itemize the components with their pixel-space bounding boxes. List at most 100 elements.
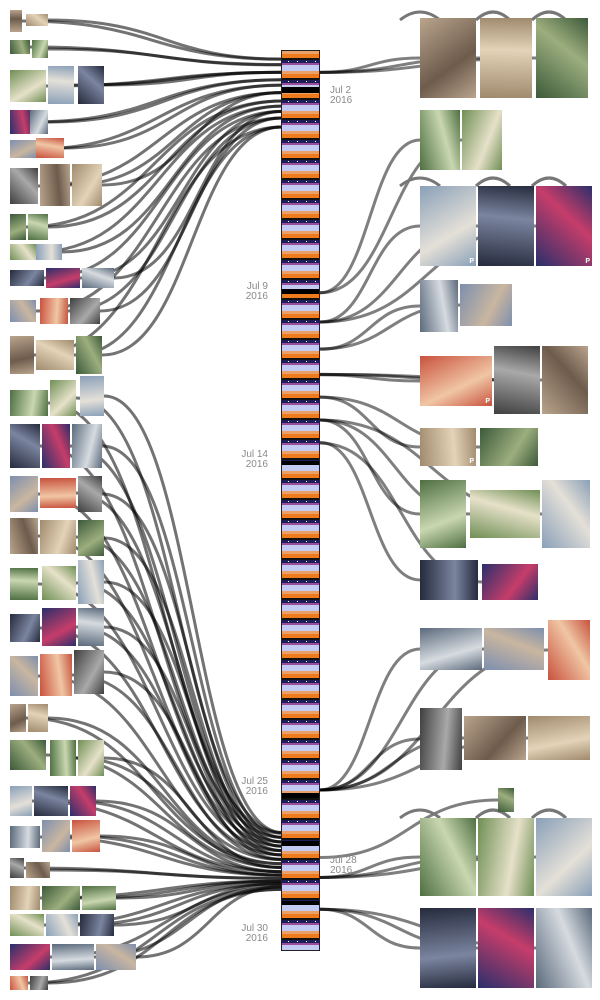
photo-thumbnail[interactable] — [420, 280, 458, 332]
photo-thumbnail[interactable] — [10, 886, 40, 910]
photo-thumbnail[interactable] — [420, 628, 482, 670]
timeline-strip[interactable] — [281, 50, 320, 951]
photo-thumbnail[interactable] — [36, 340, 74, 370]
photo-thumbnail[interactable] — [72, 820, 100, 852]
photo-thumbnail[interactable] — [10, 614, 40, 642]
photo-thumbnail[interactable] — [480, 18, 532, 98]
photo-thumbnail[interactable] — [10, 336, 34, 374]
photo-thumbnail[interactable] — [96, 944, 136, 970]
photo-thumbnail[interactable] — [78, 740, 104, 776]
photo-thumbnail[interactable] — [40, 520, 76, 554]
photo-thumbnail[interactable] — [464, 716, 526, 760]
photo-thumbnail[interactable] — [10, 140, 36, 158]
photo-thumbnail[interactable] — [36, 138, 64, 158]
photo-thumbnail[interactable] — [10, 110, 32, 134]
photo-thumbnail[interactable] — [70, 298, 100, 324]
photo-thumbnail[interactable] — [50, 380, 76, 416]
photo-thumbnail[interactable] — [536, 908, 592, 988]
photo-thumbnail[interactable] — [10, 70, 46, 102]
photo-thumbnail[interactable] — [26, 14, 48, 26]
photo-thumbnail[interactable] — [10, 858, 24, 878]
photo-thumbnail[interactable] — [494, 346, 540, 414]
photo-thumbnail[interactable] — [70, 786, 96, 816]
photo-thumbnail[interactable] — [484, 628, 544, 670]
photo-thumbnail[interactable] — [10, 168, 38, 204]
photo-thumbnail[interactable] — [26, 862, 50, 878]
photo-thumbnail[interactable] — [10, 270, 44, 286]
photo-thumbnail[interactable] — [36, 244, 62, 260]
photo-thumbnail[interactable] — [40, 298, 68, 324]
photo-thumbnail[interactable] — [42, 424, 70, 468]
photo-thumbnail[interactable] — [478, 908, 534, 988]
photo-thumbnail[interactable] — [42, 820, 70, 852]
photo-thumbnail[interactable] — [72, 164, 102, 206]
photo-thumbnail[interactable] — [420, 18, 476, 98]
photo-thumbnail[interactable] — [10, 244, 36, 260]
photo-thumbnail[interactable] — [78, 560, 104, 604]
photo-thumbnail[interactable] — [30, 110, 48, 134]
photo-thumbnail[interactable] — [52, 944, 94, 970]
photo-thumbnail[interactable]: P — [420, 428, 476, 466]
photo-thumbnail[interactable] — [10, 390, 48, 416]
photo-thumbnail[interactable] — [10, 976, 28, 990]
photo-thumbnail[interactable] — [42, 566, 76, 600]
photo-thumbnail[interactable] — [542, 480, 590, 548]
photo-thumbnail[interactable] — [80, 376, 104, 416]
photo-thumbnail[interactable] — [470, 490, 540, 538]
photo-thumbnail[interactable] — [420, 708, 462, 770]
photo-thumbnail[interactable] — [28, 704, 48, 732]
photo-thumbnail[interactable] — [48, 66, 74, 104]
photo-thumbnail[interactable] — [78, 476, 102, 512]
photo-thumbnail[interactable] — [40, 478, 76, 508]
photo-thumbnail[interactable] — [10, 826, 40, 848]
photo-thumbnail[interactable] — [10, 476, 38, 512]
photo-thumbnail[interactable] — [10, 740, 46, 770]
photo-thumbnail[interactable] — [80, 914, 114, 936]
photo-thumbnail[interactable] — [34, 786, 68, 816]
photo-thumbnail[interactable] — [10, 656, 38, 696]
photo-thumbnail[interactable] — [10, 568, 38, 600]
photo-thumbnail[interactable] — [10, 214, 26, 240]
photo-thumbnail[interactable] — [30, 976, 48, 990]
photo-thumbnail[interactable] — [76, 336, 102, 374]
photo-thumbnail[interactable] — [420, 480, 466, 548]
photo-thumbnail[interactable] — [482, 564, 538, 600]
photo-thumbnail[interactable] — [72, 424, 102, 468]
photo-thumbnail[interactable] — [548, 620, 590, 680]
photo-thumbnail[interactable] — [78, 66, 104, 104]
photo-thumbnail[interactable] — [10, 10, 22, 32]
photo-thumbnail[interactable] — [40, 164, 70, 206]
photo-thumbnail[interactable] — [40, 654, 72, 696]
photo-thumbnail[interactable] — [10, 704, 26, 732]
photo-thumbnail[interactable] — [32, 40, 48, 58]
photo-thumbnail[interactable] — [10, 518, 38, 554]
photo-thumbnail[interactable]: P — [536, 186, 592, 266]
photo-thumbnail[interactable] — [10, 786, 32, 816]
photo-thumbnail[interactable] — [420, 560, 478, 600]
photo-thumbnail[interactable] — [420, 908, 476, 988]
photo-thumbnail[interactable] — [528, 716, 590, 760]
photo-thumbnail[interactable] — [82, 886, 116, 910]
photo-thumbnail[interactable]: P — [420, 356, 492, 406]
photo-thumbnail[interactable] — [536, 18, 588, 98]
photo-thumbnail[interactable] — [462, 110, 502, 170]
photo-thumbnail[interactable] — [82, 268, 114, 288]
photo-thumbnail[interactable]: P — [420, 186, 476, 266]
photo-thumbnail[interactable] — [480, 428, 538, 466]
photo-thumbnail[interactable] — [478, 186, 534, 266]
photo-thumbnail[interactable] — [46, 268, 80, 288]
photo-thumbnail[interactable] — [10, 300, 36, 322]
photo-thumbnail[interactable] — [420, 818, 476, 896]
photo-thumbnail[interactable] — [46, 914, 78, 936]
photo-thumbnail[interactable] — [536, 818, 592, 896]
photo-thumbnail[interactable] — [50, 740, 76, 776]
photo-thumbnail[interactable] — [42, 886, 80, 910]
photo-thumbnail[interactable] — [42, 608, 76, 646]
photo-thumbnail[interactable] — [542, 346, 588, 414]
photo-thumbnail[interactable] — [10, 40, 30, 54]
photo-thumbnail[interactable] — [10, 424, 40, 468]
photo-thumbnail[interactable] — [460, 284, 512, 326]
photo-thumbnail[interactable] — [28, 214, 48, 240]
photo-thumbnail[interactable] — [78, 520, 104, 556]
photo-thumbnail[interactable] — [78, 608, 104, 646]
